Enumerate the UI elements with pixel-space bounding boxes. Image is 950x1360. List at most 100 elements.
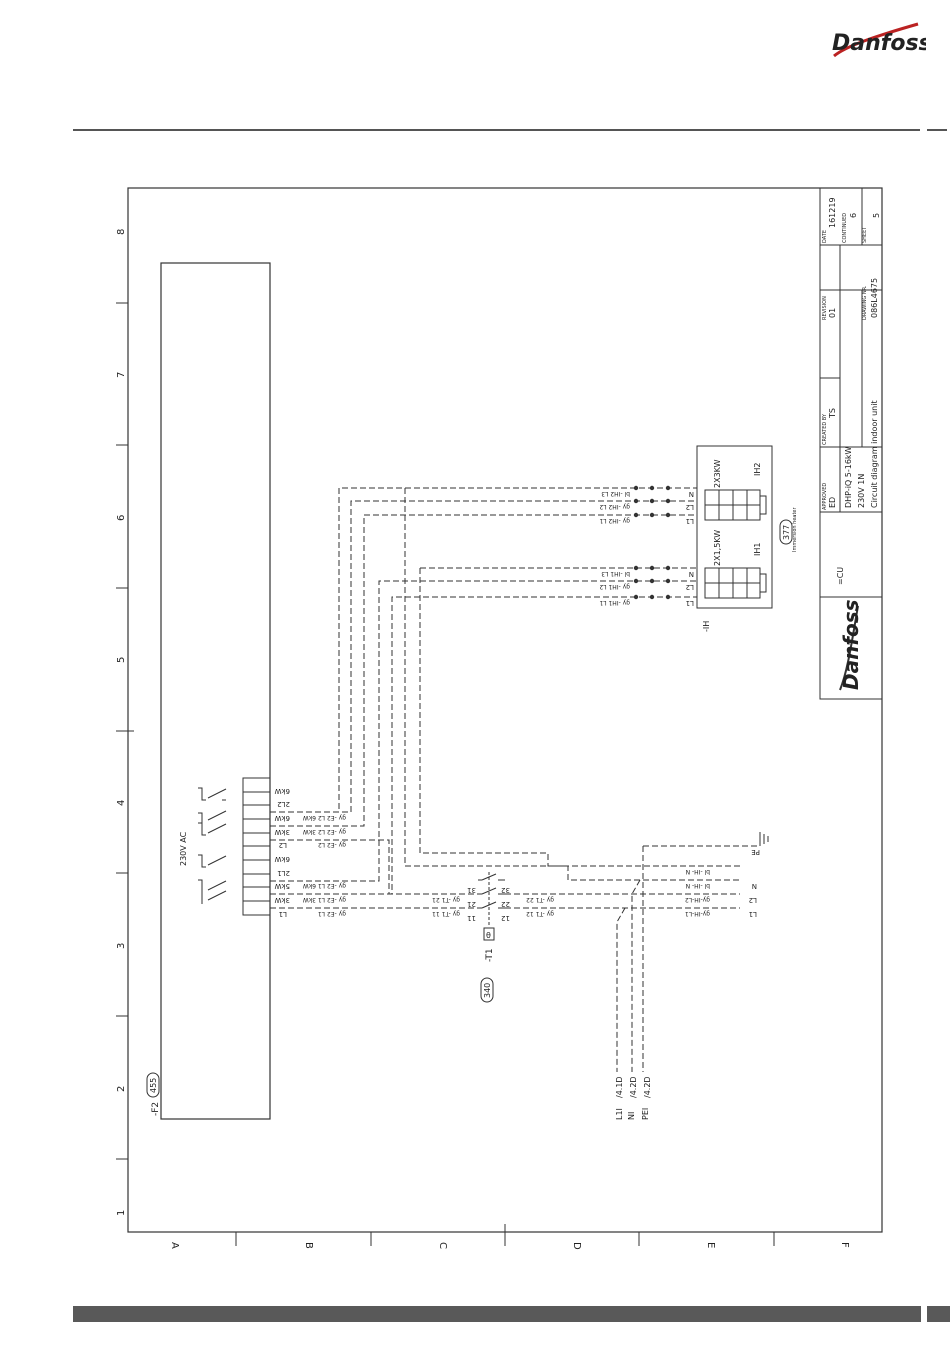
- revision-value: 01: [828, 308, 837, 318]
- ih2-name: IH2: [753, 463, 762, 476]
- supply-output: L1I: [615, 1108, 624, 1120]
- cross-ref: /4.1D: [615, 1076, 624, 1098]
- wire-label: gy -E2 L1: [318, 910, 346, 917]
- column-letter: A: [169, 1242, 180, 1249]
- column-letter: E: [705, 1242, 716, 1248]
- controller-ref: -F2: [151, 1102, 161, 1116]
- row-number: 2: [116, 1086, 127, 1092]
- supply-voltage-label: 230V AC: [179, 831, 188, 866]
- terminal-label: 6kW: [274, 814, 290, 822]
- terminal-label: 2L2: [277, 800, 290, 808]
- wire-label: gy -E2 L1 3kW: [303, 896, 346, 903]
- column-letter: D: [571, 1242, 582, 1250]
- svg-text:455: 455: [149, 1078, 158, 1093]
- column-letter: C: [437, 1242, 448, 1249]
- column-letter: B: [303, 1242, 314, 1249]
- ih1-rating: 2X1,5KW: [713, 530, 722, 566]
- pin-label: 31: [467, 886, 476, 894]
- wire-label: gy-IH-L2: [685, 896, 710, 903]
- continued-value: 6: [849, 213, 858, 218]
- supply-output: NI: [627, 1112, 636, 1120]
- approved-value: ED: [828, 497, 837, 508]
- sheet-value: 5: [872, 213, 881, 218]
- wire-label: bl -IH1 L3: [601, 570, 630, 577]
- supply-terminal: PE: [751, 848, 760, 856]
- wire-label: gy -IH2 L2: [599, 503, 630, 510]
- wire-label: gy -E2 L1 6kW: [303, 882, 346, 889]
- terminal-label: 2L1: [277, 869, 290, 877]
- wire-label: gy-IH-L1: [685, 910, 710, 917]
- svg-text:Danfoss: Danfoss: [839, 599, 863, 690]
- supply-terminal: N: [752, 882, 757, 890]
- wire-label: gy -IH1 L2: [599, 583, 630, 590]
- ih2-terminal: L2: [686, 503, 694, 511]
- ground-symbol: [759, 832, 769, 846]
- terminal-label: L1: [279, 910, 287, 918]
- immersion-description: Immersion heater: [792, 506, 798, 552]
- drawing-title: Circuit diagram indoor unit: [870, 400, 879, 508]
- svg-text:377: 377: [782, 525, 791, 540]
- wire-label: gy -E2 L2 3kW: [303, 828, 346, 835]
- pin-label: 32: [501, 886, 510, 894]
- immersion-heater-box: [696, 445, 773, 609]
- ih1-element: [704, 567, 767, 599]
- immersion-page-ref: 377: [779, 519, 793, 545]
- supply-output: PEI: [641, 1108, 650, 1120]
- sheet-label: SHEET: [862, 226, 868, 243]
- footer-bar: [73, 1306, 921, 1322]
- row-number: 1: [116, 1210, 127, 1216]
- thermostat-symbol: θ: [483, 927, 495, 941]
- drawing-number: 086L4675: [870, 278, 879, 318]
- created-value: TS: [828, 408, 837, 419]
- drawing-frame: [127, 187, 883, 1233]
- wire-label: bl -IH2 L3: [601, 490, 630, 497]
- svg-text:θ: θ: [486, 931, 491, 940]
- pin-label: 22: [501, 900, 510, 908]
- ih1-terminal: L2: [686, 583, 694, 591]
- junction-dots: [633, 485, 671, 600]
- terminal-label: 3kW: [274, 828, 290, 836]
- terminal-label: 6kW: [274, 787, 290, 795]
- wire-label: gy -T1 11: [432, 910, 460, 917]
- terminal-label: 5kW: [274, 882, 290, 890]
- controller-page-ref: 455: [146, 1072, 160, 1098]
- ih2-terminal: N: [689, 490, 694, 498]
- wire-label: gy -IH2 L1: [599, 517, 630, 524]
- relay-contacts: [198, 787, 227, 904]
- cross-ref: /4.2D: [629, 1076, 638, 1098]
- immersion-ref: -IH: [702, 621, 711, 632]
- ih1-terminal: N: [689, 570, 694, 578]
- wire-label: gy -E2 L2: [318, 841, 346, 848]
- ih1-terminal: L1: [686, 599, 694, 607]
- column-letter: F: [839, 1242, 850, 1248]
- product-name: DHP-iQ 5-16kW: [844, 446, 853, 508]
- footer-tab: [927, 1306, 950, 1322]
- thermostat-page-ref: 340: [480, 977, 494, 1003]
- wire-label: gy -T1 12: [526, 910, 554, 917]
- approved-label: APPROVED: [822, 483, 828, 510]
- ih2-rating: 2X3KW: [713, 459, 722, 488]
- supply-terminal: L1: [749, 910, 757, 918]
- wire-label: gy -T1 21: [432, 896, 460, 903]
- ih2-element: [704, 489, 767, 521]
- ih1-name: IH1: [753, 543, 762, 556]
- location-code: =CU: [836, 567, 845, 585]
- continued-label: CONTINUED: [842, 213, 848, 243]
- row-number: 8: [116, 229, 127, 235]
- supply-terminal: L2: [749, 896, 757, 904]
- revision-label: REVISION: [822, 296, 828, 320]
- row-number: 5: [116, 657, 127, 663]
- row-number: 7: [116, 372, 127, 378]
- title-block: [819, 187, 883, 700]
- row-number: 3: [116, 943, 127, 949]
- wire-label: gy -IH1 L1: [599, 599, 630, 606]
- created-label: CREATED BY: [822, 413, 828, 445]
- danfoss-logo: Danfoss: [832, 22, 926, 58]
- controller-terminal-strip: [242, 777, 271, 916]
- product-supply: 230V 1N: [857, 474, 866, 508]
- date-value: 161219: [828, 197, 837, 228]
- title-block-logo: Danfoss: [839, 599, 863, 691]
- logo-text: Danfoss: [832, 31, 926, 56]
- drawing-label: DRAWING NR.: [862, 285, 868, 320]
- wire-label: gy -T1 22: [526, 896, 554, 903]
